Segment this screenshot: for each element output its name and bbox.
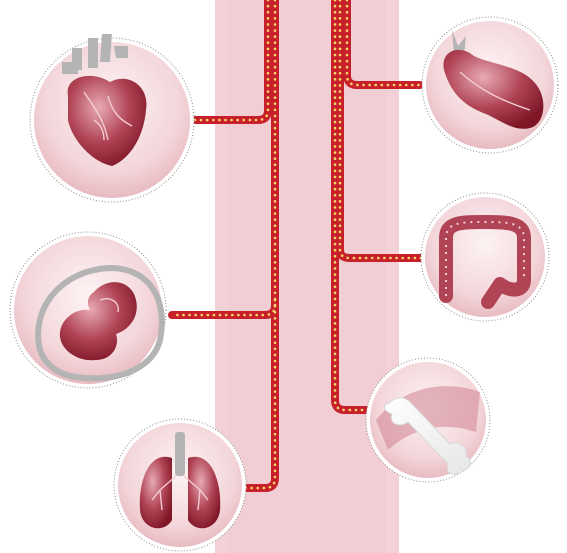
heart-node xyxy=(30,34,194,202)
colon-node xyxy=(421,193,549,321)
fetus-node xyxy=(10,232,166,388)
pancreas-node xyxy=(422,17,558,153)
lungs-node xyxy=(114,419,246,551)
bone-node xyxy=(366,358,490,482)
